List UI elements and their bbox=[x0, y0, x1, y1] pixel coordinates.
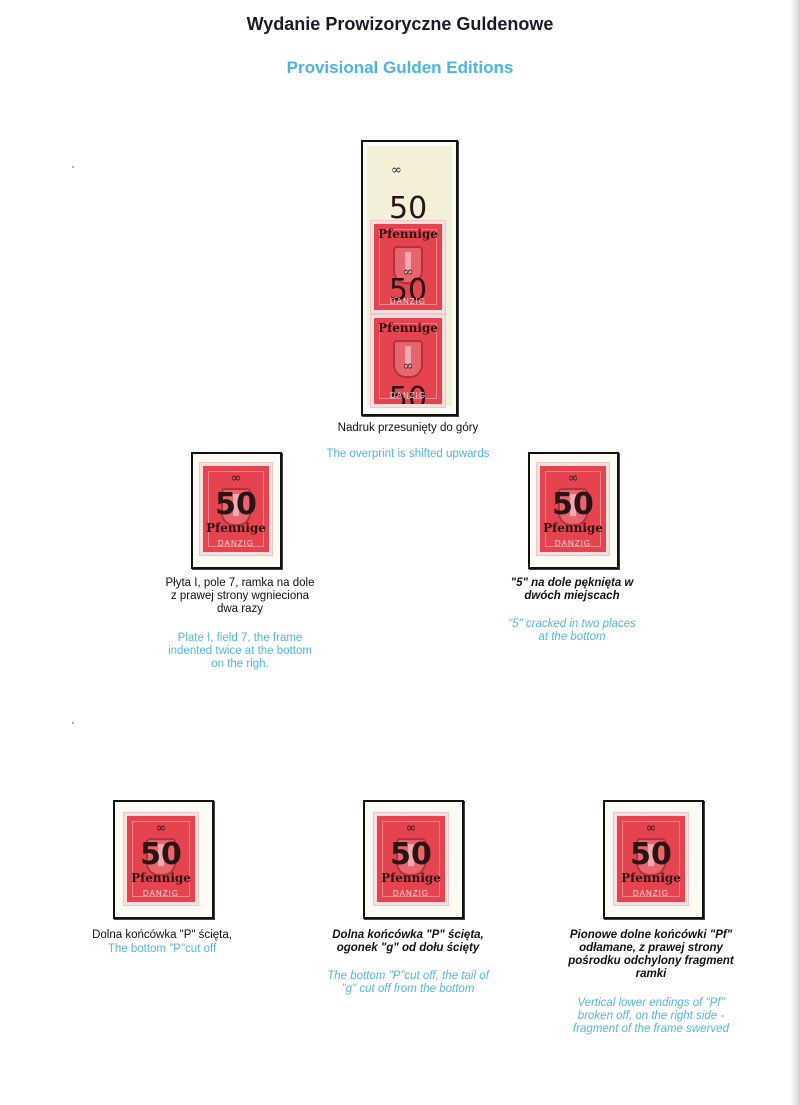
stamp: ∞ 50 Pfennige DANZIG bbox=[127, 816, 195, 902]
overprint-symbol: ∞ bbox=[230, 471, 242, 486]
caption-line: Pionowe dolne końcówki "Pf" bbox=[569, 929, 733, 941]
overprint-word: Pfennige bbox=[378, 321, 438, 335]
overprint-symbol: ∞ bbox=[645, 821, 657, 836]
caption-line: "5" cracked in two places bbox=[508, 618, 636, 630]
stamp: Pfennige ∞ 50 DANZIG bbox=[374, 318, 442, 404]
overprint-value: 50 bbox=[390, 837, 432, 872]
stamp: ∞ 50 Pfennige DANZIG bbox=[203, 466, 269, 552]
overprint-value: 50 bbox=[140, 837, 182, 872]
danzig-arms bbox=[146, 838, 176, 877]
caption-line: odłamane, z prawej strony bbox=[579, 942, 723, 954]
stamp: ∞ 50 Pfennige DANZIG bbox=[617, 816, 685, 902]
caption-line: on the righ. bbox=[211, 658, 269, 670]
caption-en: Vertical lower endings of "Pf" broken of… bbox=[548, 997, 754, 1036]
stamp: ∞ 50 Pfennige DANZIG bbox=[540, 466, 606, 552]
overprint-symbol: ∞ bbox=[402, 265, 414, 280]
caption-en: The bottom "P"cut off, the tail of "g" c… bbox=[300, 970, 516, 996]
overprint-value: 50 bbox=[630, 837, 672, 872]
caption-en: Plate I, field 7, the frame indented twi… bbox=[140, 632, 340, 671]
caption-line: "5" na dole pęknięta w bbox=[510, 577, 634, 589]
stamp-imprint: DANZIG bbox=[217, 539, 255, 548]
caption-pl: Pionowe dolne końcówki "Pf" odłamane, z … bbox=[548, 929, 754, 981]
overprint-word: Pfennige bbox=[381, 871, 441, 885]
stamp-imprint: DANZIG bbox=[142, 889, 180, 898]
caption-line: ramki bbox=[635, 968, 667, 980]
overprint-word: Pfennige bbox=[543, 521, 603, 535]
page-edge-shadow bbox=[790, 0, 800, 1105]
caption-line: Vertical lower endings of "Pf" bbox=[577, 997, 725, 1009]
stamp-imprint: DANZIG bbox=[554, 539, 592, 548]
stamp-mount: ∞ 50 Pfennige ∞ 50 DANZIG Pfennige ∞ 50 … bbox=[361, 140, 458, 416]
caption-line: "g" cut off from the bottom bbox=[341, 983, 475, 995]
overprint-value: 50 bbox=[552, 487, 594, 522]
caption-line: pośrodku odchylony fragment bbox=[568, 955, 734, 967]
overprint-value: 50 bbox=[388, 273, 428, 308]
caption-pl: Dolna końcówka "P" ścięta, bbox=[92, 929, 232, 941]
stamp-mount: ∞ 50 Pfennige DANZIG bbox=[191, 452, 282, 569]
overprint-symbol: ∞ bbox=[405, 821, 417, 836]
caption-line: Plate I, field 7, the frame bbox=[177, 632, 303, 644]
overprint-value: 50 bbox=[389, 191, 428, 226]
danzig-arms bbox=[558, 488, 588, 527]
overprint-value: 50 bbox=[215, 487, 257, 522]
overprint-word: Pfennige bbox=[378, 227, 438, 241]
caption-line: dwóch miejscach bbox=[524, 590, 620, 602]
caption-pl: Płyta I, pole 7, ramka na dole z prawej … bbox=[140, 577, 340, 616]
caption-pl: "5" na dole pęknięta w dwóch miejscach bbox=[472, 577, 672, 603]
page-mark bbox=[72, 166, 74, 168]
page-mark bbox=[72, 722, 74, 724]
overprint-word: Pfennige bbox=[131, 871, 191, 885]
caption-line: broken off, on the right side - bbox=[577, 1010, 725, 1022]
caption-pl: Dolna końcówka "P" ścięta, ogonek "g" od… bbox=[300, 929, 516, 955]
stamp-mount: ∞ 50 Pfennige DANZIG bbox=[113, 800, 214, 919]
overprint-word: Pfennige bbox=[206, 521, 266, 535]
page-subtitle: Provisional Gulden Editions bbox=[286, 58, 514, 77]
caption-line: fragment of the frame swerved bbox=[573, 1023, 729, 1035]
caption-line: indented twice at the bottom bbox=[168, 645, 312, 657]
overprint-word: Pfennige bbox=[621, 871, 681, 885]
caption-line: z prawej strony wgnieciona bbox=[170, 590, 310, 602]
overprint-symbol: ∞ bbox=[402, 359, 414, 374]
stamp-mount: ∞ 50 Pfennige DANZIG bbox=[363, 800, 464, 919]
danzig-arms bbox=[636, 838, 666, 877]
stamp-imprint: DANZIG bbox=[392, 889, 430, 898]
stamp-imprint: DANZIG bbox=[389, 297, 427, 306]
danzig-arms bbox=[393, 246, 423, 285]
caption-line: The bottom "P"cut off, the tail of bbox=[327, 970, 489, 982]
overprint-symbol: ∞ bbox=[567, 471, 579, 486]
caption-line: ogonek "g" od dołu ścięty bbox=[336, 942, 480, 954]
danzig-arms bbox=[393, 340, 423, 379]
stamp-imprint: DANZIG bbox=[389, 391, 427, 400]
overprint-symbol: ∞ bbox=[155, 821, 167, 836]
stamp-mount: ∞ 50 Pfennige DANZIG bbox=[603, 800, 704, 919]
danzig-arms bbox=[396, 838, 426, 877]
danzig-arms bbox=[221, 488, 251, 527]
stamp-imprint: DANZIG bbox=[632, 889, 670, 898]
caption-en: The overprint is shifted upwards bbox=[326, 448, 490, 460]
caption-line: at the bottom bbox=[538, 631, 606, 643]
caption-line: dwa razy bbox=[216, 603, 264, 615]
stamp: ∞ 50 Pfennige DANZIG bbox=[377, 816, 445, 902]
caption-line: Płyta I, pole 7, ramka na dole bbox=[165, 577, 315, 589]
overprint-value: 50 bbox=[388, 381, 428, 405]
stamp: Pfennige ∞ 50 DANZIG bbox=[374, 224, 442, 310]
caption-line: Dolna końcówka "P" ścięta, bbox=[332, 929, 484, 941]
overprint-symbol: ∞ bbox=[391, 163, 402, 178]
caption-en: "5" cracked in two places at the bottom bbox=[472, 618, 672, 644]
caption-pl: Nadruk przesunięty do góry bbox=[337, 422, 479, 434]
stamp-mount: ∞ 50 Pfennige DANZIG bbox=[528, 452, 619, 569]
page-title: Wydanie Prowizoryczne Guldenowe bbox=[246, 14, 554, 34]
caption-en: The bottom "P"cut off bbox=[107, 943, 217, 955]
